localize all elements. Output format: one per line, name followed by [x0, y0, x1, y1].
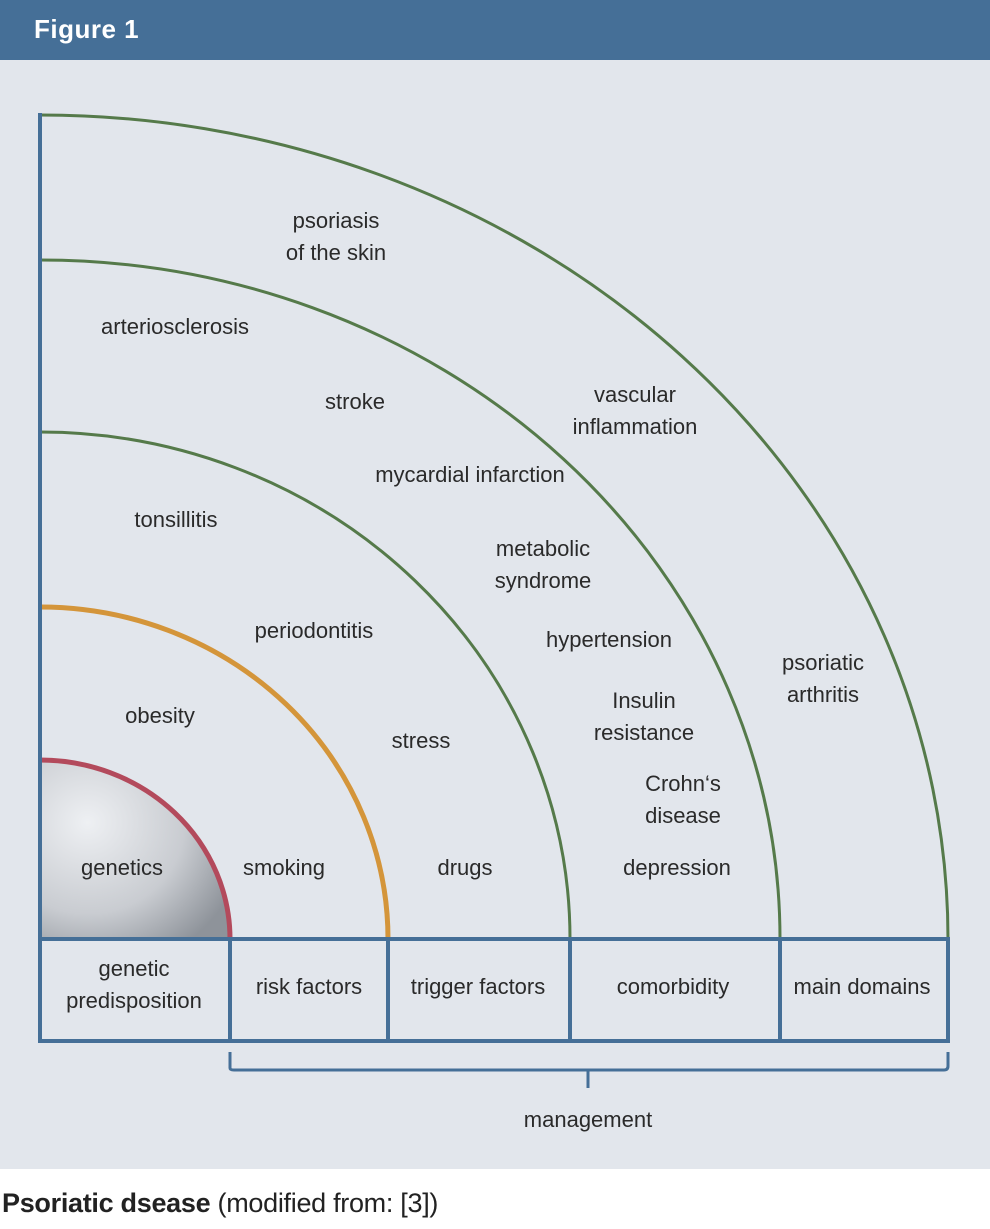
- label-periodontitis: periodontitis: [255, 618, 374, 643]
- label-psoriatic: psoriatic: [782, 650, 864, 675]
- label-genetics: genetics: [81, 855, 163, 880]
- label-obesity: obesity: [125, 703, 195, 728]
- label-depression: depression: [623, 855, 731, 880]
- label-myocardial-infarction: mycardial infarction: [375, 462, 565, 487]
- label-hypertension: hypertension: [546, 627, 672, 652]
- label-smoking: smoking: [243, 855, 325, 880]
- trigger-ring: [39, 430, 572, 940]
- caption-source: (modified from: [3]): [210, 1188, 439, 1218]
- table-genetic: genetic: [99, 956, 170, 981]
- label-resistance: resistance: [594, 720, 694, 745]
- management-label: management: [524, 1107, 652, 1132]
- label-stroke: stroke: [325, 389, 385, 414]
- label-arteriosclerosis: arteriosclerosis: [101, 314, 249, 339]
- label-inflammation: inflammation: [573, 414, 698, 439]
- main-ring: [39, 113, 950, 940]
- management-bracket: [228, 1052, 950, 1088]
- caption-title: Psoriatic dsease: [2, 1188, 211, 1218]
- label-tonsillitis: tonsillitis: [134, 507, 217, 532]
- label-of-the-skin: of the skin: [286, 240, 386, 265]
- table: [38, 937, 950, 1043]
- label-vascular: vascular: [594, 382, 676, 407]
- figure-header: Figure 1: [0, 0, 990, 60]
- genetics-ring: [39, 757, 233, 940]
- label-crohns: Crohn‘s: [645, 771, 721, 796]
- label-insulin: Insulin: [612, 688, 676, 713]
- figure-title: Figure 1: [34, 14, 140, 44]
- label-syndrome: syndrome: [495, 568, 592, 593]
- figure-panel: [0, 60, 990, 1169]
- table-comorbidity: comorbidity: [617, 974, 729, 999]
- comorbidity-ring: [39, 258, 782, 940]
- genetics-core: [40, 760, 230, 939]
- label-disease: disease: [645, 803, 721, 828]
- figure-caption: Psoriatic dsease (modified from: [3]): [2, 1188, 438, 1219]
- label-drugs: drugs: [437, 855, 492, 880]
- label-psoriasis: psoriasis: [293, 208, 380, 233]
- table-predisposition: predisposition: [66, 988, 202, 1013]
- label-arthritis: arthritis: [787, 682, 859, 707]
- table-trigger-factors: trigger factors: [411, 974, 546, 999]
- risk-ring: [39, 604, 391, 940]
- label-stress: stress: [392, 728, 451, 753]
- table-main-domains: main domains: [794, 974, 931, 999]
- table-risk-factors: risk factors: [256, 974, 362, 999]
- label-metabolic: metabolic: [496, 536, 590, 561]
